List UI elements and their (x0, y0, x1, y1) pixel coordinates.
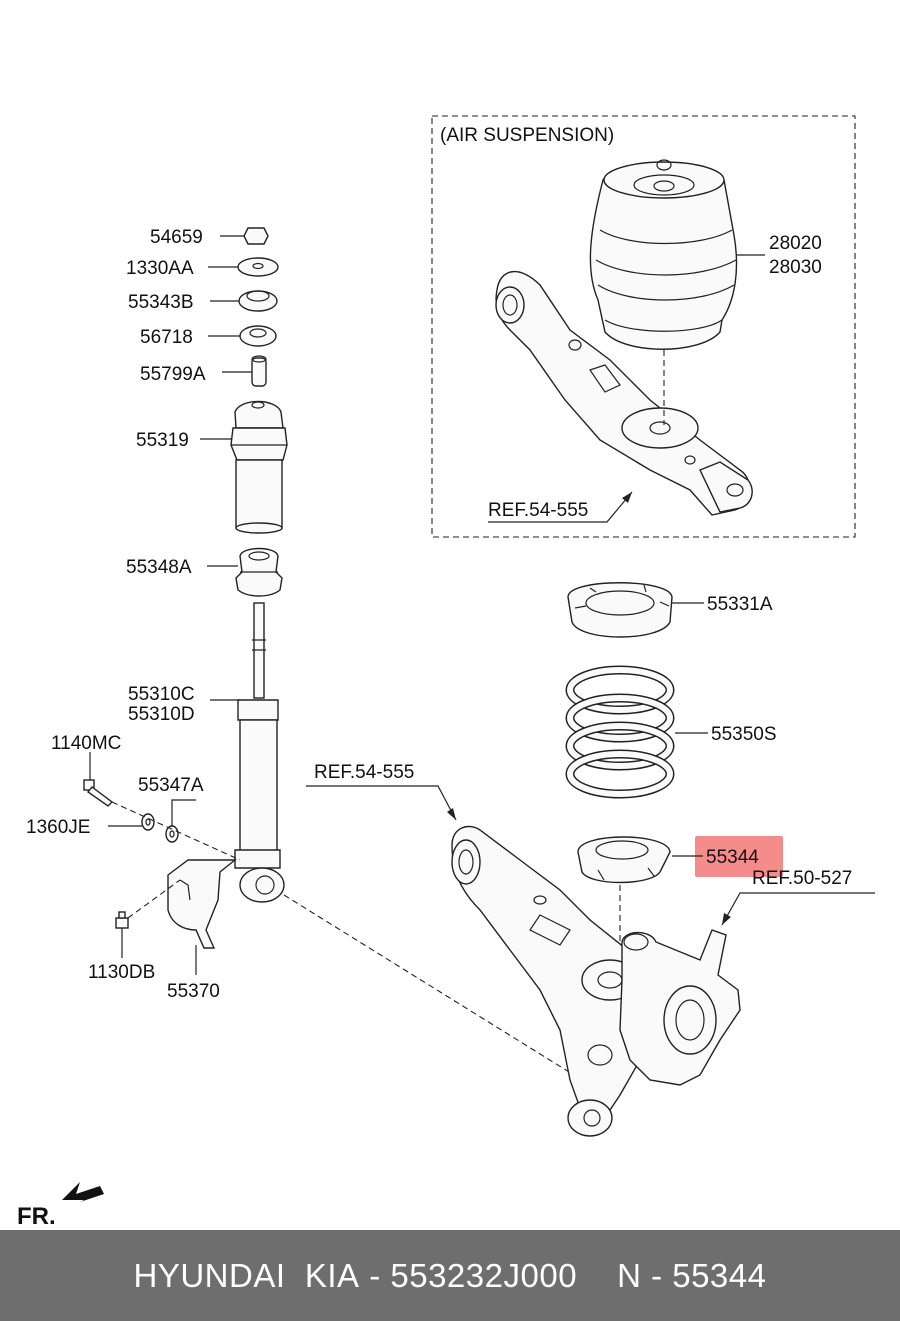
label-55331A: 55331A (707, 594, 773, 615)
bolt-1130DB (115, 911, 129, 929)
label-1130DB: 1130DB (88, 962, 155, 983)
bump-stopper-55348A (235, 547, 283, 597)
label-28020: 28020 (769, 233, 822, 254)
front-arrow-icon (62, 1182, 104, 1202)
label-1330AA: 1330AA (126, 258, 194, 279)
label-55348A: 55348A (126, 557, 192, 578)
spring-stack: 55331A 55350S 55344 (565, 582, 783, 960)
footer-brand: HYUNDAI KIA (133, 1256, 360, 1294)
footer-bar: HYUNDAI KIA - 553232J000 N - 55344 (0, 1230, 900, 1321)
coil-spring-55350S (565, 665, 675, 799)
inset-title: (AIR SUSPENSION) (440, 125, 614, 146)
inset-ref-label: REF.54-555 (488, 500, 588, 521)
shock-absorber-stack: 54659 1330AA 55343B 56718 55799A (26, 227, 591, 1086)
shock-absorber-55310 (234, 602, 285, 903)
footer-ref: N - 55344 (617, 1256, 767, 1294)
front-direction-indicator: FR. (17, 1182, 104, 1230)
label-54659: 54659 (150, 227, 203, 248)
label-55310D: 55310D (128, 704, 195, 725)
label-55310C: 55310C (128, 684, 195, 705)
label-55343B: 55343B (128, 292, 194, 313)
parts-diagram: (AIR SUSPENSION) 28 (17, 115, 875, 1230)
ref-knuckle-label: REF.50-527 (752, 868, 852, 889)
ref-arm-label: REF.54-555 (314, 762, 414, 783)
bolt-1140MC (83, 779, 114, 807)
washer-55347A (165, 825, 179, 843)
label-55799A: 55799A (140, 364, 206, 385)
label-55319: 55319 (136, 430, 189, 451)
dust-cover-55319 (230, 400, 288, 534)
lower-arm-knuckle (451, 825, 741, 1137)
spring-pad-55344 (577, 836, 671, 884)
inset-frame (431, 115, 856, 538)
label-1360JE: 1360JE (26, 817, 90, 838)
air-suspension-inset: (AIR SUSPENSION) 28 (431, 115, 856, 538)
footer-part-number: - 553232J000 (369, 1256, 578, 1294)
label-55370: 55370 (167, 981, 220, 1002)
label-55350S: 55350S (711, 724, 777, 745)
nut-54659 (243, 227, 269, 245)
spring-pad-55331A (567, 582, 673, 638)
highlight-55344 (695, 836, 783, 877)
fr-label: FR. (17, 1203, 56, 1230)
bracket-55370 (167, 859, 237, 949)
air-spring (589, 159, 738, 425)
washer-1330AA (237, 257, 279, 277)
label-56718: 56718 (140, 327, 193, 348)
label-28030: 28030 (769, 257, 822, 278)
label-55344: 55344 (706, 847, 759, 868)
washer-1360JE (141, 813, 155, 831)
label-55347A: 55347A (138, 775, 204, 796)
inset-lower-arm (495, 270, 753, 516)
label-1140MC: 1140MC (51, 733, 121, 754)
